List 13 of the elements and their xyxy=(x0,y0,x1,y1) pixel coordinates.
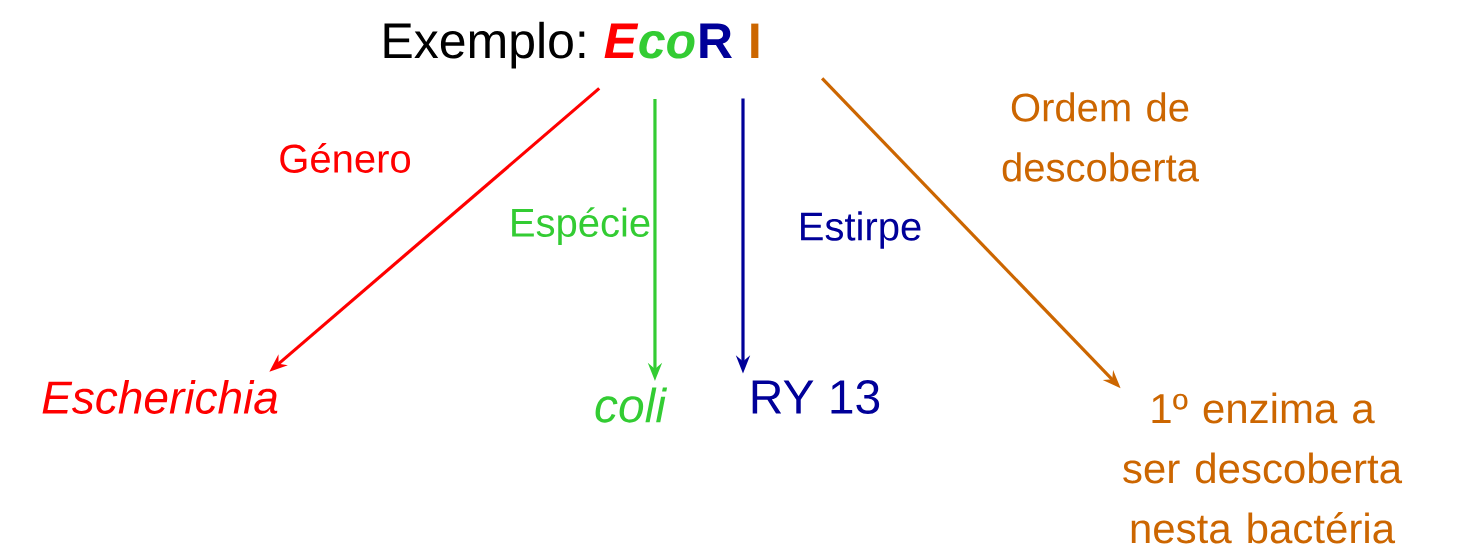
term-text: coli xyxy=(595,387,668,423)
heading-text: E xyxy=(604,23,639,58)
term-text: 1º enzima a ser descoberta nesta bactéria xyxy=(1123,392,1403,544)
edge-label: Espécie xyxy=(512,207,650,245)
heading-text: co xyxy=(639,31,695,59)
edge-label: Estirpe xyxy=(801,211,921,249)
edge-label: Género xyxy=(280,143,411,173)
heading-text: R xyxy=(700,23,732,58)
term-text: RY 13 xyxy=(752,380,880,414)
edge-label: Ordem de descoberta xyxy=(1002,92,1199,182)
term-text: Escherichia xyxy=(42,380,278,414)
heading-text: Exemplo: xyxy=(384,21,585,69)
heading-text: I xyxy=(751,23,759,58)
